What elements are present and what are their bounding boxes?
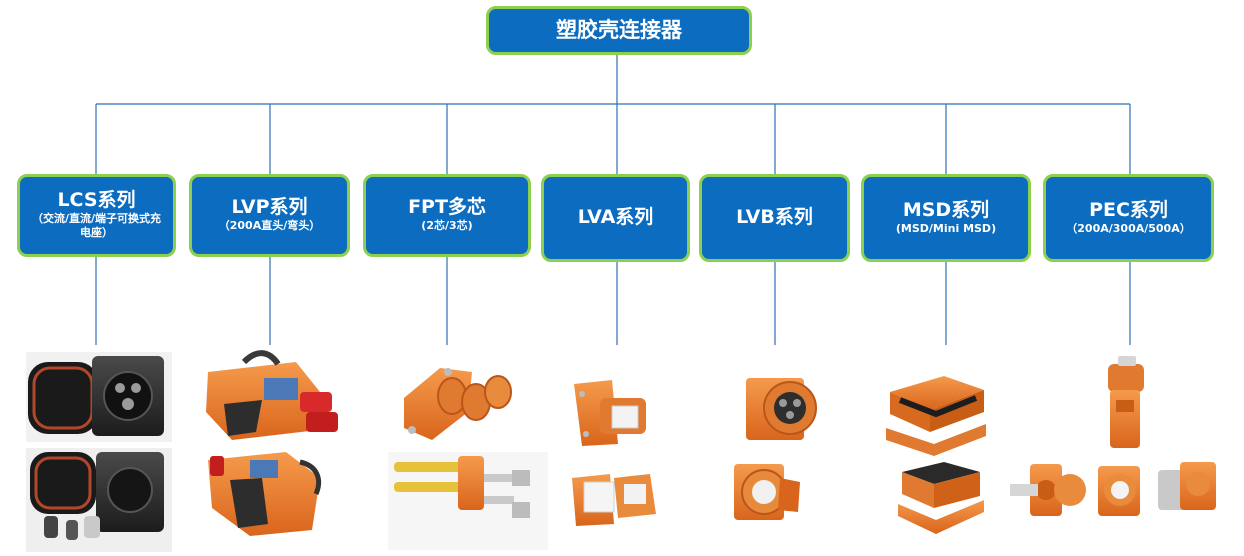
category-title: MSD系列 bbox=[902, 198, 990, 221]
category-title: FPT多芯 bbox=[408, 196, 486, 219]
category-node-lvb[interactable]: LVB系列 bbox=[699, 174, 850, 262]
category-node-lva[interactable]: LVA系列 bbox=[541, 174, 690, 262]
category-node-lvp[interactable]: LVP系列 （200A直头/弯头） bbox=[189, 174, 350, 257]
category-subtitle: (MSD/Mini MSD) bbox=[895, 221, 997, 235]
fpt-product-image bbox=[388, 368, 548, 550]
tree-lines bbox=[95, 55, 1131, 345]
lva-product-image bbox=[572, 380, 656, 526]
lvp-product-image bbox=[206, 350, 338, 536]
category-node-lcs[interactable]: LCS系列 （交流/直流/端子可换式充电座） bbox=[17, 174, 176, 257]
pec-product-image bbox=[1010, 356, 1216, 516]
category-node-msd[interactable]: MSD系列 (MSD/Mini MSD) bbox=[861, 174, 1031, 262]
category-title: LVB系列 bbox=[736, 206, 813, 229]
root-title: 塑胶壳连接器 bbox=[556, 18, 682, 43]
category-title: LVA系列 bbox=[577, 206, 654, 229]
category-title: LVP系列 bbox=[231, 196, 308, 219]
category-node-pec[interactable]: PEC系列 （200A/300A/500A） bbox=[1043, 174, 1214, 262]
category-title: LCS系列 bbox=[57, 189, 136, 212]
category-subtitle: （交流/直流/端子可换式充电座） bbox=[31, 212, 162, 240]
lvb-product-image bbox=[734, 378, 817, 520]
lcs-product-image bbox=[26, 352, 172, 552]
root-node[interactable]: 塑胶壳连接器 bbox=[486, 6, 752, 55]
category-subtitle: （200A/300A/500A） bbox=[1066, 221, 1191, 235]
msd-product-image bbox=[886, 376, 986, 534]
category-title: PEC系列 bbox=[1089, 198, 1168, 221]
category-subtitle: （200A直头/弯头） bbox=[218, 219, 321, 233]
category-subtitle: (2芯/3芯) bbox=[421, 219, 473, 233]
category-node-fpt[interactable]: FPT多芯 (2芯/3芯) bbox=[363, 174, 531, 257]
